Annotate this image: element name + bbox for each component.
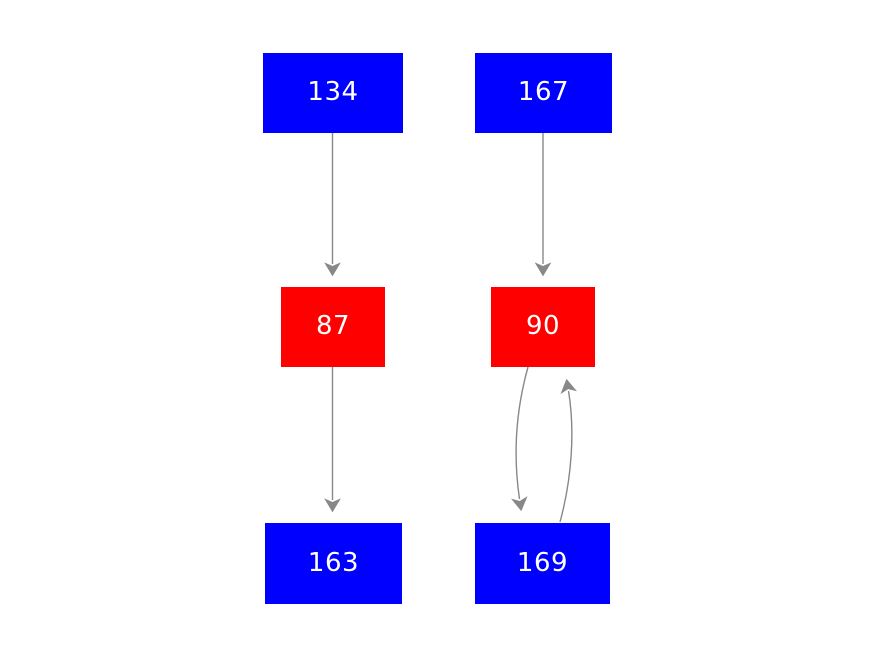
edge-90-to-169 [510, 366, 529, 512]
node-134[interactable]: 134 [263, 53, 403, 133]
node-167[interactable]: 167 [475, 53, 612, 133]
node-label: 169 [516, 547, 569, 578]
node-label: 163 [307, 547, 360, 578]
node-label: 134 [307, 77, 359, 107]
node-90[interactable]: 90 [491, 287, 595, 367]
node-163[interactable]: 163 [265, 523, 402, 604]
node-169[interactable]: 169 [475, 523, 610, 604]
node-label: 90 [525, 311, 561, 341]
node-label: 167 [517, 77, 570, 107]
node-label: 87 [315, 311, 351, 341]
edge-169-to-90 [559, 378, 578, 523]
node-87[interactable]: 87 [281, 287, 385, 367]
